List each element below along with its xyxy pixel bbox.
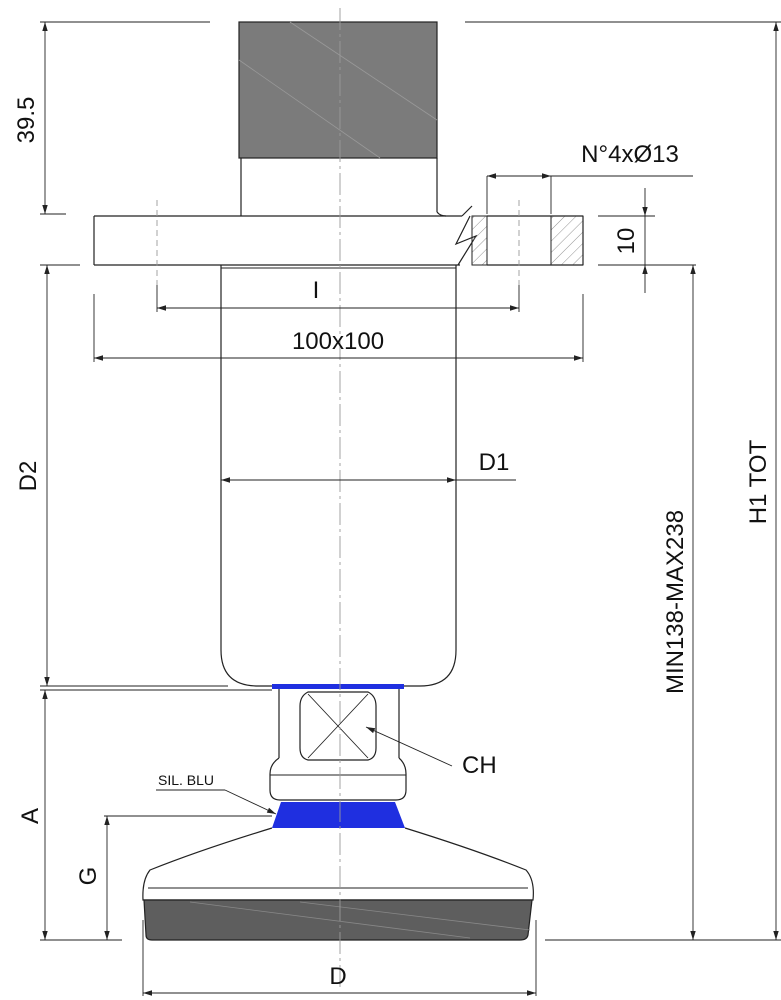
flange-section-hatch-left [471, 215, 488, 266]
base-pad [143, 899, 533, 941]
flange-plate [93, 200, 584, 285]
label-d1: D1 [479, 449, 510, 476]
leader-seal: SIL. BLU [156, 772, 277, 815]
dim-100x100: 100x100 [93, 294, 584, 362]
label-a: A [17, 808, 44, 824]
label-100x100: 100x100 [292, 328, 384, 355]
leader-ch: CH [365, 726, 497, 779]
dim-total-height: H1 TOT [465, 21, 781, 941]
label-d: D [329, 963, 346, 990]
label-total-height: H1 TOT [745, 439, 772, 524]
label-d2: D2 [15, 461, 42, 492]
dim-d: D [142, 920, 537, 996]
top-block [238, 21, 438, 159]
seal-ring [272, 684, 404, 689]
dim-d2: D2 [15, 264, 228, 687]
base-foot [142, 827, 534, 941]
stem [240, 158, 447, 217]
dim-39-5: 39.5 [13, 21, 210, 215]
label-ch: CH [462, 752, 497, 779]
label-10: 10 [613, 228, 640, 255]
label-i: I [313, 277, 320, 304]
dim-g: G [75, 815, 272, 940]
dim-d1: D1 [221, 449, 516, 483]
dim-10: 10 [598, 188, 696, 293]
dim-i: I [156, 277, 520, 312]
flange-section-hatch-right [550, 215, 584, 266]
label-height-range: MIN138-MAX238 [662, 510, 689, 694]
dim-holes: N°4xØ13 [486, 141, 693, 214]
dim-a: A [17, 689, 272, 941]
label-holes: N°4xØ13 [581, 141, 679, 168]
label-g: G [75, 867, 102, 886]
dim-height-range: MIN138-MAX238 [662, 265, 696, 940]
label-seal: SIL. BLU [158, 772, 214, 788]
label-39-5: 39.5 [13, 97, 40, 144]
silicone-band [272, 802, 405, 828]
spindle [269, 689, 407, 801]
